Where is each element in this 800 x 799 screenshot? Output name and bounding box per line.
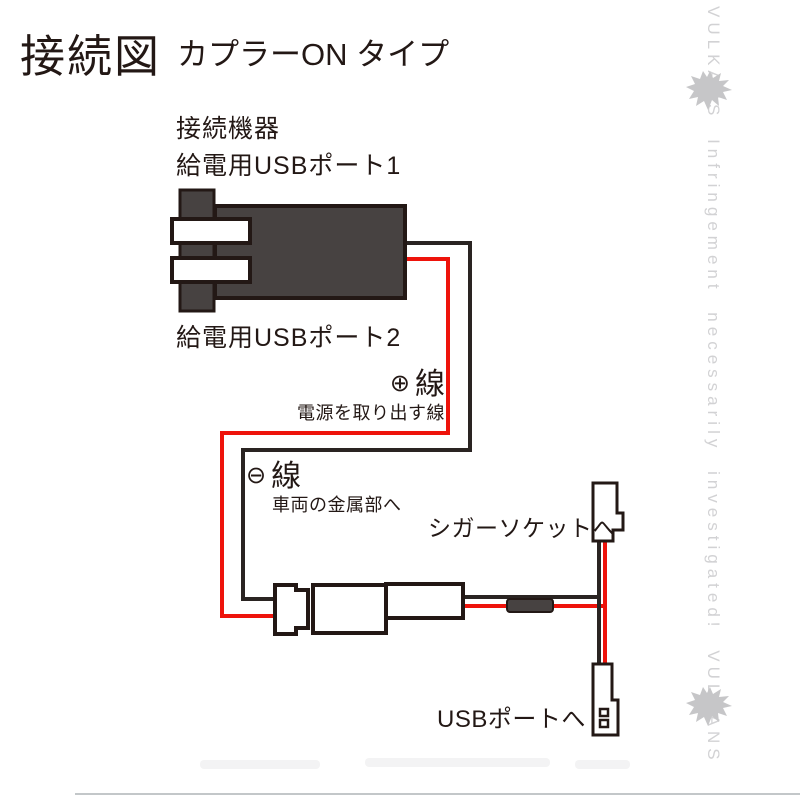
faint-footer-smudge bbox=[575, 760, 630, 769]
faint-footer-smudge bbox=[200, 760, 320, 769]
fuse bbox=[506, 598, 554, 613]
footer-divider-line bbox=[75, 793, 800, 795]
watermark-text: VULKANS Infringement necessarily investi… bbox=[704, 6, 723, 765]
controller-box bbox=[384, 582, 465, 620]
device-usb-slot-1 bbox=[170, 217, 252, 245]
page-title: 接続図 bbox=[20, 31, 162, 82]
minus-wire-description: 車両の金属部へ bbox=[272, 495, 402, 515]
positive-wire bbox=[220, 257, 450, 618]
device-label-line1: 接続機器 bbox=[176, 115, 281, 143]
device-label-usb-port-1: 給電用USBポート1 bbox=[176, 152, 402, 180]
device-usb-slot-2 bbox=[170, 256, 252, 284]
coupler-plug bbox=[273, 583, 310, 636]
circled-minus-icon: ⊖ bbox=[246, 462, 267, 489]
circled-plus-icon: ⊕ bbox=[389, 370, 410, 397]
vulkans-logo-icon bbox=[686, 71, 732, 110]
negative-wire bbox=[241, 241, 472, 601]
minus-wire-title: ⊖線 bbox=[246, 462, 436, 492]
device-label-usb-port-2: 給電用USBポート2 bbox=[176, 324, 402, 352]
plus-wire-word: 線 bbox=[415, 368, 445, 401]
page-subtitle: カプラーON タイプ bbox=[177, 37, 450, 72]
cigarette-socket-label: シガーソケットへ bbox=[428, 515, 616, 541]
cigarette-socket-plug bbox=[591, 481, 625, 543]
faint-footer-smudge bbox=[365, 758, 550, 767]
vulkans-logo-icon bbox=[686, 687, 732, 726]
inline-unit-box bbox=[311, 583, 388, 635]
plus-wire-title: ⊕線 bbox=[295, 370, 445, 400]
plus-wire-label-group: ⊕線 電源を取り出す線 bbox=[295, 370, 445, 423]
minus-wire-word: 線 bbox=[271, 460, 302, 493]
plus-wire-description: 電源を取り出す線 bbox=[297, 403, 445, 423]
usb-pin-1 bbox=[598, 707, 610, 718]
usb-port-label: USBポートへ bbox=[437, 706, 586, 733]
minus-wire-label-group: ⊖線 車両の金属部へ bbox=[246, 462, 436, 515]
device-connector-tab bbox=[178, 188, 216, 313]
usb-pin-2 bbox=[598, 718, 610, 729]
